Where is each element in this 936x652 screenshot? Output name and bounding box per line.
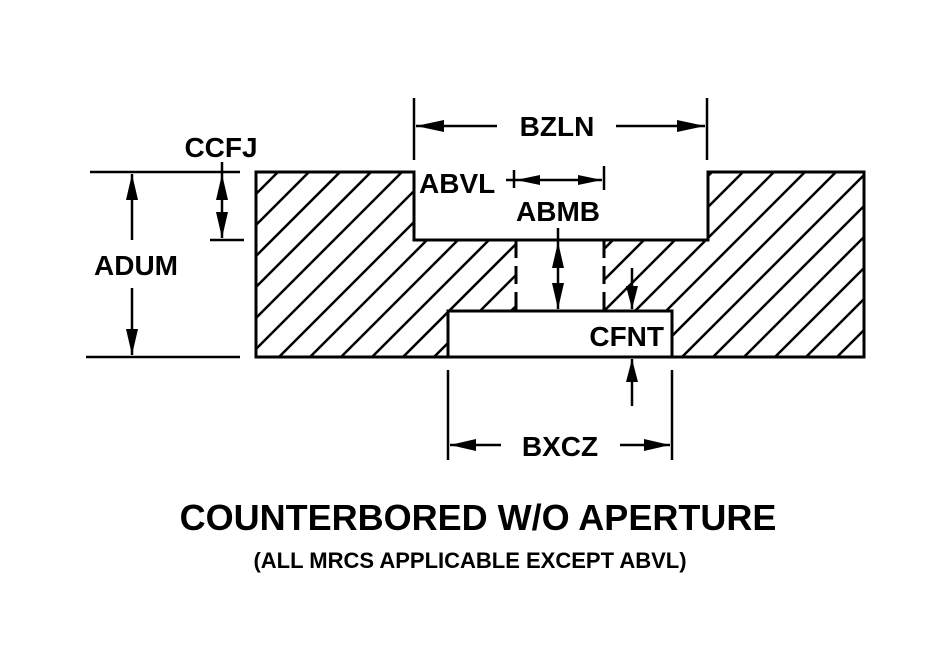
ccfj-label: CCFJ bbox=[184, 132, 257, 163]
diagram-title: COUNTERBORED W/O APERTURE bbox=[180, 497, 777, 538]
diagram-subtitle: (ALL MRCS APPLICABLE EXCEPT ABVL) bbox=[253, 548, 686, 573]
bottom-cavity bbox=[446, 309, 674, 359]
cfnt-label: CFNT bbox=[589, 321, 664, 352]
hatch-line bbox=[720, 172, 864, 357]
abvl-dimension bbox=[506, 166, 606, 190]
bxcz-label: BXCZ bbox=[522, 431, 598, 462]
adum-dimension bbox=[86, 170, 240, 359]
hatch-line bbox=[256, 172, 332, 357]
hatch-line bbox=[782, 172, 864, 357]
hatch-line bbox=[256, 172, 425, 357]
hatch-line bbox=[689, 172, 864, 357]
hatch-line bbox=[844, 172, 864, 357]
abmb-dimension bbox=[552, 228, 564, 309]
bxcz-dimension bbox=[446, 370, 674, 460]
cfnt-dimension bbox=[626, 268, 638, 406]
bzln-dimension bbox=[412, 98, 709, 160]
bzln-label: BZLN bbox=[520, 111, 595, 142]
hatch-line bbox=[813, 172, 864, 357]
ccfj-dimension bbox=[210, 162, 244, 242]
hatch-line bbox=[658, 172, 864, 357]
hatch-line bbox=[256, 172, 301, 357]
abmb-label: ABMB bbox=[516, 196, 600, 227]
hatch-line bbox=[256, 172, 363, 357]
abvl-label: ABVL bbox=[419, 168, 495, 199]
hatch-line bbox=[751, 172, 864, 357]
hatch-line bbox=[256, 172, 394, 357]
adum-label: ADUM bbox=[94, 250, 178, 281]
hatch-line bbox=[876, 150, 936, 380]
